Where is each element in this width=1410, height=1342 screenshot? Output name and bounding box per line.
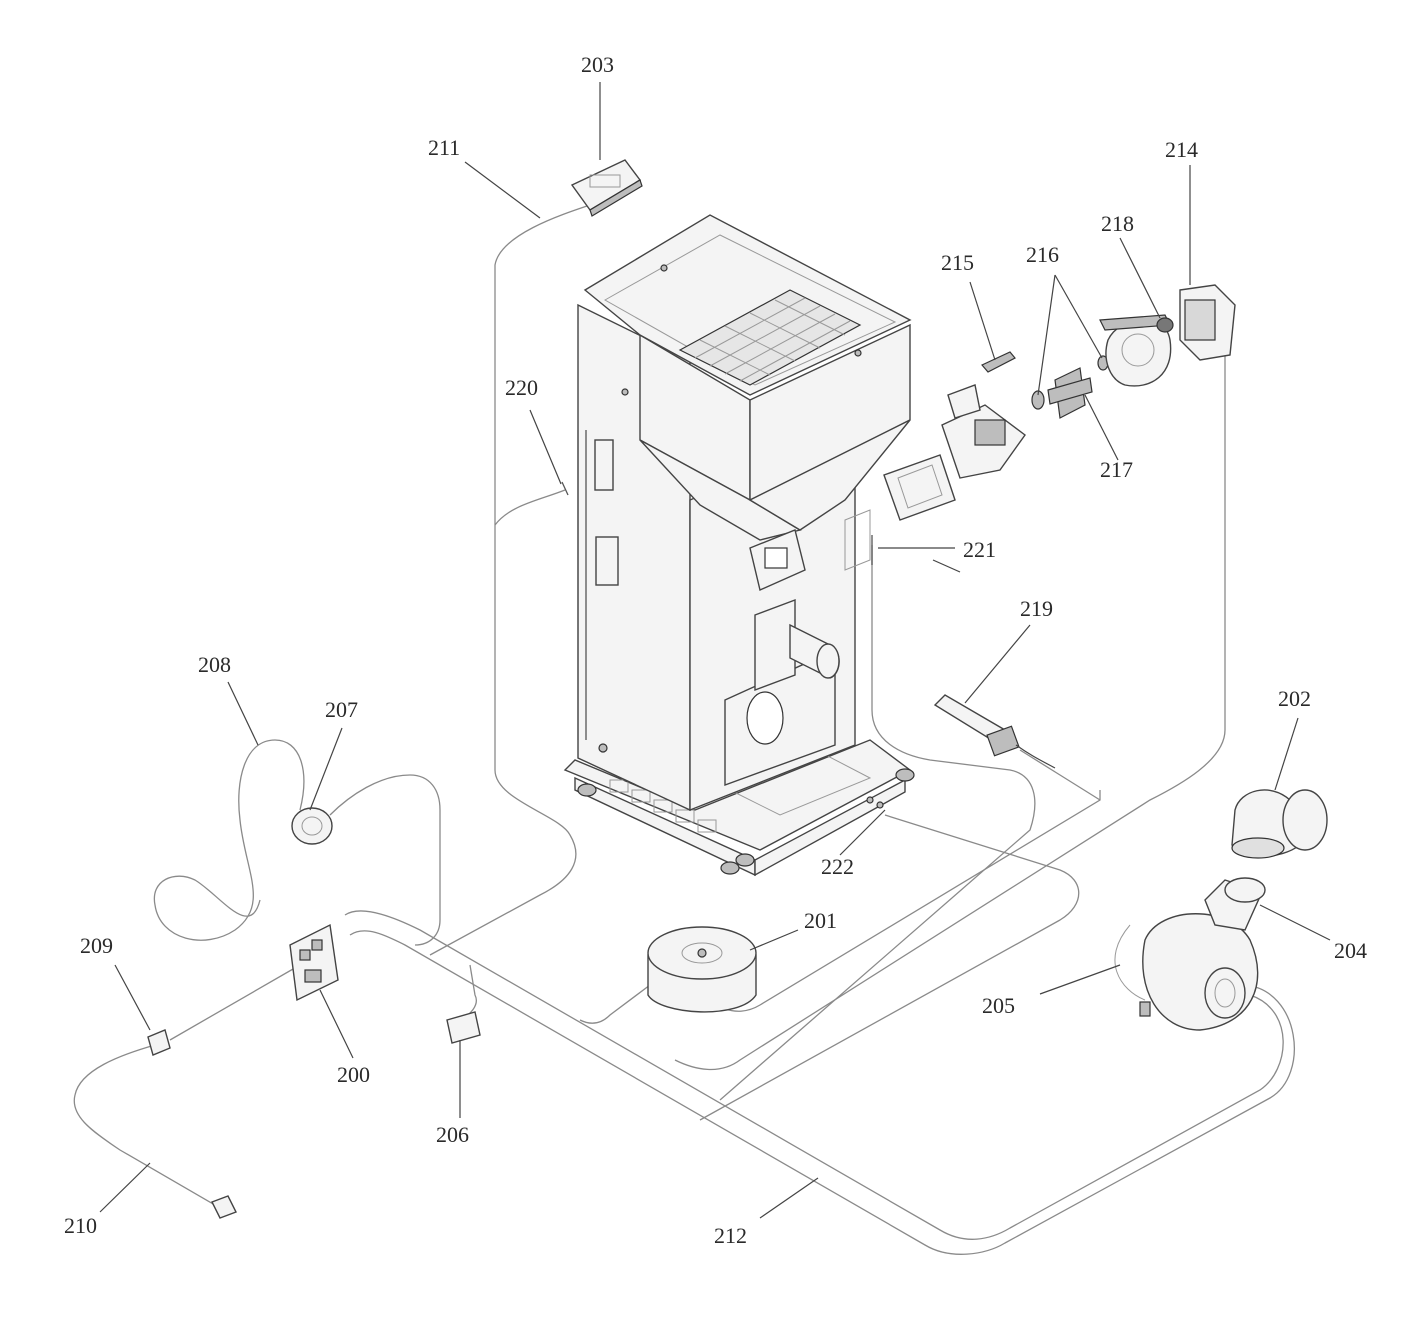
callout-221: 221 bbox=[963, 537, 996, 562]
hose-208 bbox=[153, 739, 305, 941]
sensor-tube-219 bbox=[933, 694, 1056, 769]
callout-202: 202 bbox=[1278, 686, 1311, 711]
callout-215: 215 bbox=[941, 250, 974, 275]
plug-210 bbox=[211, 1195, 237, 1219]
callout-212: 212 bbox=[714, 1223, 747, 1248]
callout-206: 206 bbox=[436, 1122, 469, 1147]
control-display bbox=[570, 159, 643, 217]
callout-216: 216 bbox=[1026, 242, 1059, 267]
callout-211: 211 bbox=[428, 135, 460, 160]
callout-204: 204 bbox=[1334, 938, 1367, 963]
callout-217: 217 bbox=[1100, 457, 1133, 482]
callout-210: 210 bbox=[64, 1213, 97, 1238]
callout-labels: 200 201 202 203 204 205 206 207 208 209 … bbox=[64, 52, 1367, 1248]
callout-208: 208 bbox=[198, 652, 231, 677]
elbow-202 bbox=[1231, 789, 1328, 859]
callout-220: 220 bbox=[505, 375, 538, 400]
wiring-harness bbox=[73, 204, 1295, 1255]
callout-207: 207 bbox=[325, 697, 358, 722]
callout-214: 214 bbox=[1165, 137, 1198, 162]
control-board-200 bbox=[289, 923, 339, 1002]
callout-201: 201 bbox=[804, 908, 837, 933]
switch-206 bbox=[446, 1011, 481, 1044]
callout-222: 222 bbox=[821, 854, 854, 879]
callout-203: 203 bbox=[581, 52, 614, 77]
sensor-220 bbox=[561, 481, 569, 496]
sensor-222 bbox=[866, 796, 884, 809]
leader-lines bbox=[99, 82, 1331, 1219]
callout-205: 205 bbox=[982, 993, 1015, 1018]
callout-200: 200 bbox=[337, 1062, 370, 1087]
switch-209 bbox=[147, 1029, 171, 1056]
pressure-switch-207 bbox=[291, 807, 333, 845]
callout-219: 219 bbox=[1020, 596, 1053, 621]
blower-205 bbox=[1114, 877, 1266, 1031]
boiler-frame bbox=[563, 214, 915, 877]
callout-218: 218 bbox=[1101, 211, 1134, 236]
fan-201 bbox=[647, 926, 757, 1013]
feeder-assembly bbox=[883, 284, 1236, 521]
callout-209: 209 bbox=[80, 933, 113, 958]
